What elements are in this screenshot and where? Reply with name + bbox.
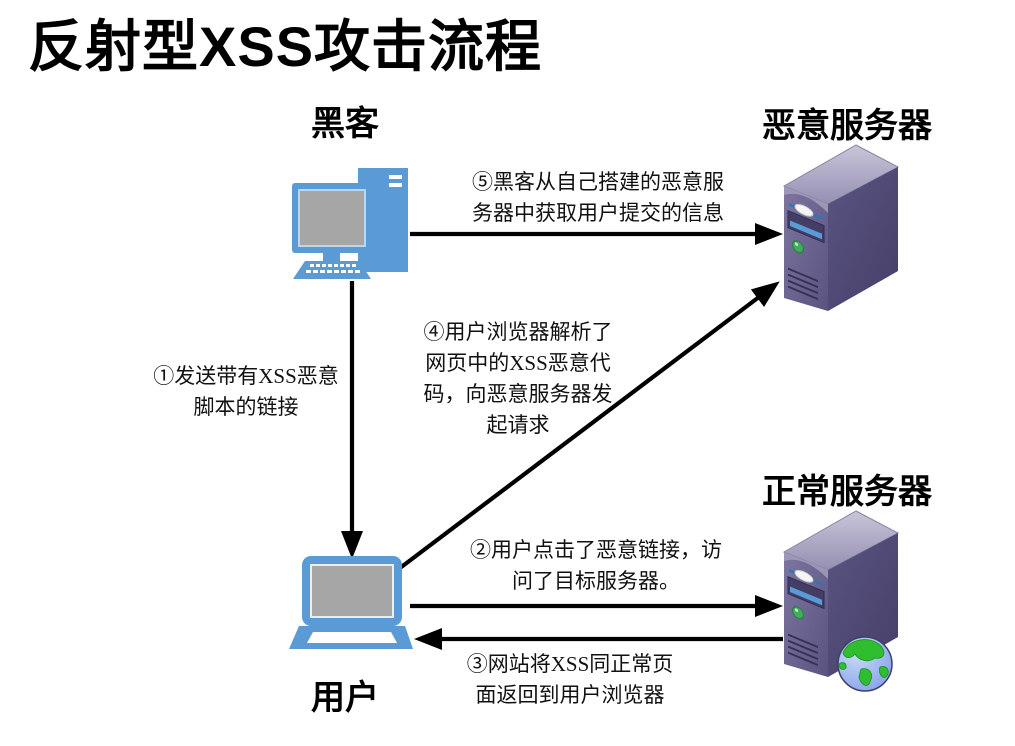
- page-title: 反射型XSS攻击流程: [28, 15, 543, 78]
- server-tower-icon: [776, 140, 932, 316]
- normal-server-label: 正常服务器: [762, 474, 932, 511]
- step2-label: ②用户点击了恶意链接，访 问了目标服务器。: [470, 538, 722, 593]
- user-label: 用户: [311, 680, 379, 717]
- step1-label: ①发送带有XSS恶意 脚本的链接: [153, 364, 339, 419]
- desktop-computer-icon: [292, 162, 414, 284]
- step4-label: ④用户浏览器解析了 网页中的XSS恶意代 码，向恶意服务器发 起请求: [423, 320, 613, 437]
- laptop-icon: [287, 556, 415, 656]
- hacker-label: 黑客: [311, 106, 379, 143]
- step3-label: ③网站将XSS同正常页 面返回到用户浏览器: [466, 652, 674, 707]
- arrow-step4: [398, 281, 780, 570]
- globe-icon: [837, 636, 893, 692]
- server-tower-globe-icon: [776, 506, 932, 692]
- step5-label: ⑤黑客从自己搭建的恶意服 务器中获取用户提交的信息: [472, 170, 724, 225]
- malicious-server-label: 恶意服务器: [762, 108, 932, 145]
